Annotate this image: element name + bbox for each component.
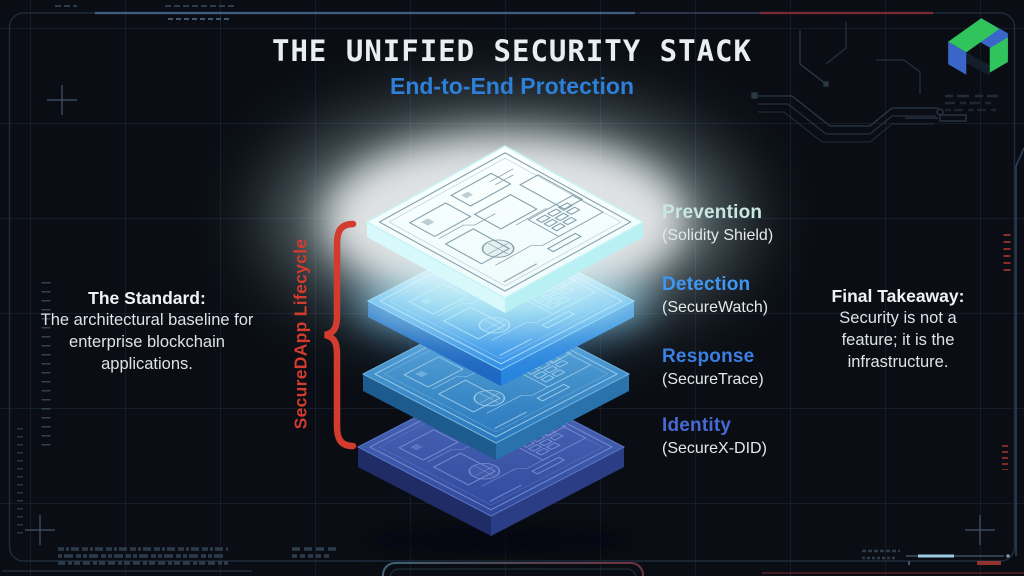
progress-indicator	[906, 554, 1010, 565]
crosshair-marks	[25, 85, 995, 545]
layer-name-detection: Detection	[662, 274, 751, 295]
layer-label-identity: Identity (SecureX-DID)	[662, 415, 767, 458]
layer-name-response: Response	[662, 346, 755, 367]
right-note-body: Security is not a feature; it is the inf…	[839, 309, 957, 372]
left-note: The Standard: The architectural baseline…	[30, 287, 264, 376]
layer-product-response: (SecureTrace)	[662, 371, 764, 388]
securedapp-logo-icon	[948, 18, 1008, 76]
stack-shadow	[363, 526, 633, 554]
layer-label-response: Response (SecureTrace)	[662, 346, 764, 389]
tick-marks	[17, 234, 1011, 565]
left-note-body: The architectural baseline for enterpris…	[40, 311, 254, 374]
lifecycle-brace	[324, 220, 357, 450]
layer-product-identity: (SecureX-DID)	[662, 440, 767, 457]
right-note-heading: Final Takeaway:	[831, 286, 965, 306]
right-note: Final Takeaway: Security is not a featur…	[812, 285, 984, 374]
layer-name-prevention: Prevention	[662, 202, 763, 223]
layer-label-detection: Detection (SecureWatch)	[662, 274, 768, 317]
page-title: THE UNIFIED SECURITY STACK	[272, 34, 752, 68]
lifecycle-bracket-label: SecureDApp Lifecycle	[290, 238, 311, 430]
hud-frame	[2, 5, 1024, 574]
page-subtitle: End-to-End Protection	[389, 73, 635, 99]
layer-prevention-plate	[270, 108, 740, 329]
layer-label-prevention: Prevention (Solidity Shield)	[662, 202, 773, 245]
left-note-heading: The Standard:	[88, 288, 206, 308]
layer-name-identity: Identity	[662, 415, 732, 436]
bottom-panel-outline	[382, 562, 644, 576]
layer-product-detection: (SecureWatch)	[662, 299, 769, 316]
circuit-traces	[751, 22, 998, 143]
layer-product-prevention: (Solidity Shield)	[662, 227, 774, 244]
